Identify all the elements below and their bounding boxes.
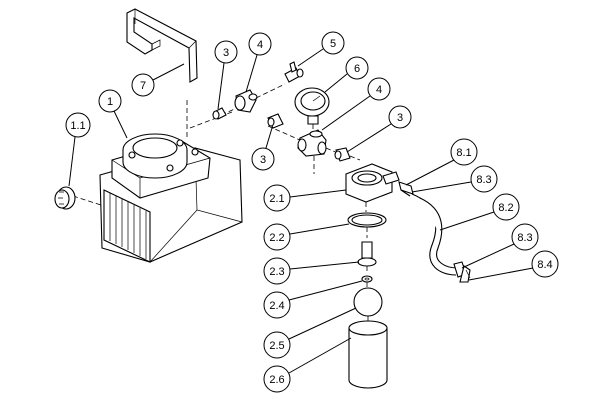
- svg-text:3: 3: [260, 154, 266, 166]
- svg-text:1: 1: [107, 96, 113, 108]
- ball-2-5: [353, 287, 383, 322]
- washer-2-4: [361, 275, 373, 288]
- fitting-3-lower: [334, 147, 361, 162]
- valve-5: [284, 61, 304, 83]
- svg-text:4: 4: [376, 84, 382, 96]
- svg-text:2.2: 2.2: [269, 232, 284, 244]
- svg-text:8.3: 8.3: [517, 232, 532, 244]
- callout-2-6: 2.6: [263, 337, 352, 393]
- callout-2-5: 2.5: [263, 307, 357, 359]
- tee-4-lower: [297, 129, 341, 174]
- svg-text:2.1: 2.1: [269, 193, 284, 205]
- o-ring-2-2: [347, 212, 387, 238]
- callout-3-middle: 3: [251, 127, 275, 171]
- fitting-3-upper: [212, 107, 238, 120]
- callout-6: 6: [324, 56, 369, 93]
- svg-text:3: 3: [397, 112, 403, 124]
- callout-1-1: 1.1: [65, 112, 91, 187]
- handle-bracket: [126, 8, 198, 83]
- svg-text:2.6: 2.6: [269, 374, 284, 386]
- callout-4-upper: 4: [245, 32, 272, 93]
- svg-text:8.2: 8.2: [498, 202, 513, 214]
- svg-text:1.1: 1.1: [70, 120, 85, 132]
- hose-assembly: [398, 181, 471, 283]
- bowl-2-6: [348, 320, 388, 389]
- svg-text:2.3: 2.3: [269, 266, 284, 278]
- fitting-3-middle: [267, 113, 301, 141]
- knob-1-1: [54, 186, 105, 210]
- gauge-6: [294, 87, 330, 140]
- callout-3-right: 3: [346, 105, 412, 153]
- svg-text:8.3: 8.3: [476, 174, 491, 186]
- callout-4-lower: 4: [321, 77, 391, 131]
- callout-8-3-lower: 8.3: [461, 223, 539, 269]
- elbow-4-upper: [234, 83, 286, 113]
- svg-text:2.5: 2.5: [269, 340, 284, 352]
- callout-3-upper: 3: [214, 40, 238, 110]
- callout-2-1: 2.1: [263, 184, 347, 212]
- svg-text:7: 7: [140, 80, 146, 92]
- callout-5: 5: [297, 31, 345, 67]
- svg-text:2.4: 2.4: [269, 300, 284, 312]
- callout-2-4: 2.4: [263, 280, 363, 319]
- svg-text:4: 4: [257, 39, 263, 51]
- callout-8-4: 8.4: [468, 250, 559, 281]
- callout-7: 7: [131, 63, 185, 97]
- callout-1: 1: [98, 89, 128, 139]
- svg-text:5: 5: [330, 38, 336, 50]
- callout-8-1: 8.1: [405, 138, 478, 186]
- filter-head-2-1: [345, 163, 400, 212]
- callout-2-3: 2.3: [263, 257, 360, 285]
- callout-2-2: 2.2: [263, 223, 350, 251]
- svg-text:8.1: 8.1: [456, 147, 471, 159]
- callouts: 1 1.1 7 3 4 5: [65, 31, 559, 393]
- callout-8-3-upper: 8.3: [411, 165, 498, 193]
- svg-text:8.4: 8.4: [537, 259, 552, 271]
- callout-8-2: 8.2: [439, 193, 520, 231]
- stem-2-3: [357, 241, 377, 274]
- pump-body: [99, 100, 243, 263]
- svg-text:3: 3: [223, 47, 229, 59]
- svg-text:6: 6: [354, 63, 360, 75]
